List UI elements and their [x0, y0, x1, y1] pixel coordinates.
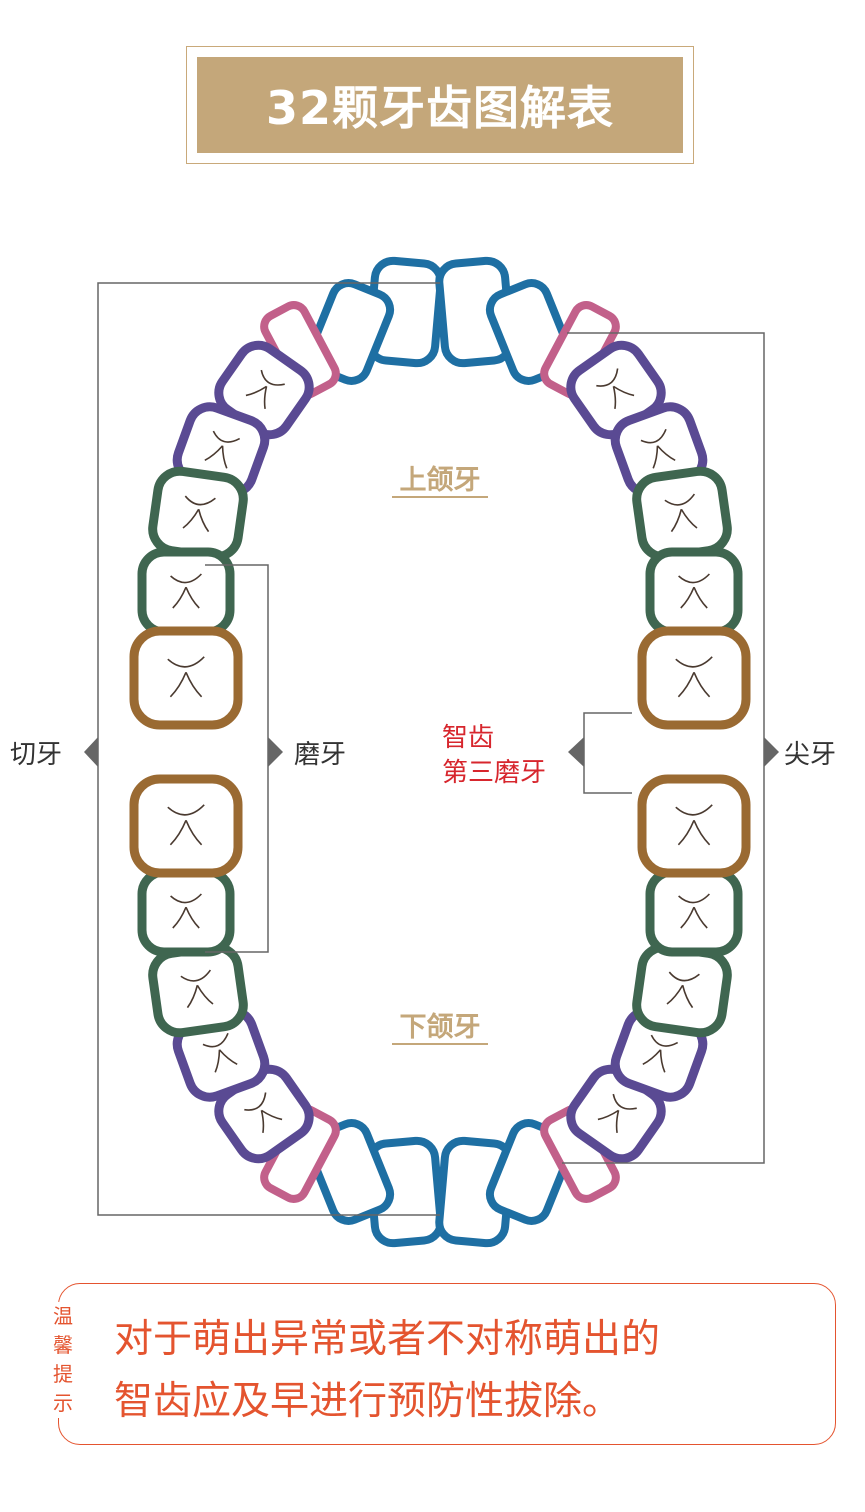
tip-label: 温 馨 提 示 [48, 1302, 78, 1418]
molar-tooth [645, 867, 743, 957]
molar-tooth [632, 942, 732, 1038]
molar-tooth-outline [632, 942, 732, 1038]
tip-text-line2: 智齿应及早进行预防性拔除。 [114, 1379, 622, 1424]
molar-tooth-outline [632, 466, 732, 562]
tooth-groove [666, 971, 700, 1009]
wisdom-tooth-outline [129, 774, 243, 878]
title-banner: 32颗牙齿图解表 [197, 57, 683, 153]
wisdom-label-line2: 第三磨牙 [442, 758, 546, 788]
tooth-groove [675, 656, 713, 698]
tooth-groove [170, 573, 202, 609]
tooth-groove [640, 428, 676, 469]
wisdom-tooth-outline [637, 774, 751, 878]
wisdom-label-line1: 智齿 [442, 723, 494, 753]
tip-label-char: 提 [53, 1362, 73, 1386]
tip-box [58, 1283, 836, 1445]
tooth-groove [170, 893, 202, 929]
canine-label: 尖牙 [784, 740, 836, 770]
molar-tooth-outline [137, 867, 235, 957]
molar-tooth [632, 466, 732, 562]
wisdom-bracket [583, 712, 632, 794]
tooth-groove [597, 1093, 637, 1133]
tooth-groove [245, 369, 285, 409]
tooth-groove [167, 804, 205, 846]
molar-tooth-outline [645, 547, 743, 637]
molar-label: 磨牙 [294, 740, 346, 770]
tooth-groove [167, 656, 205, 698]
tooth-groove [642, 1034, 679, 1073]
tooth-groove [180, 969, 214, 1009]
wisdom-tooth [129, 774, 243, 878]
molar-tooth-outline [148, 466, 248, 562]
incisor-label: 切牙 [10, 740, 62, 770]
molar-tooth [148, 466, 248, 562]
lower-jaw-label: 下颌牙 [400, 1012, 481, 1043]
tooth-groove [596, 368, 635, 409]
tip-text-line1: 对于萌出异常或者不对称萌出的 [114, 1317, 661, 1362]
incisor-pointer [84, 737, 98, 767]
wisdom-tooth [129, 626, 243, 730]
molar-tooth-outline [148, 942, 248, 1038]
tip-label-char: 温 [53, 1304, 73, 1328]
tooth-groove [678, 573, 710, 609]
wisdom-tooth-outline [129, 626, 243, 730]
upper-jaw-label: 上颌牙 [400, 465, 481, 496]
molar-tooth [137, 867, 235, 957]
tip-label-char: 馨 [53, 1333, 73, 1357]
molar-tooth-outline [137, 547, 235, 637]
tooth-groove [244, 1092, 283, 1133]
wisdom-tooth [637, 626, 751, 730]
wisdom-tooth [637, 774, 751, 878]
page-title: 32颗牙齿图解表 [265, 81, 614, 135]
molar-tooth-outline [645, 867, 743, 957]
molar-tooth [148, 942, 248, 1038]
tooth-groove [204, 430, 241, 469]
tip-label-char: 示 [53, 1391, 73, 1415]
title-frame: 32颗牙齿图解表 [186, 46, 694, 164]
teeth-group [129, 256, 751, 1248]
tooth-groove [664, 493, 698, 533]
tooth-groove [675, 804, 713, 846]
wisdom-pointer [568, 737, 584, 767]
canine-pointer [764, 737, 779, 767]
tooth-groove [182, 495, 216, 533]
tooth-groove [678, 893, 710, 929]
tooth-groove [202, 1032, 238, 1073]
wisdom-tooth-outline [637, 626, 751, 730]
molar-tooth [645, 547, 743, 637]
molar-tooth [137, 547, 235, 637]
molar-pointer [268, 737, 283, 767]
